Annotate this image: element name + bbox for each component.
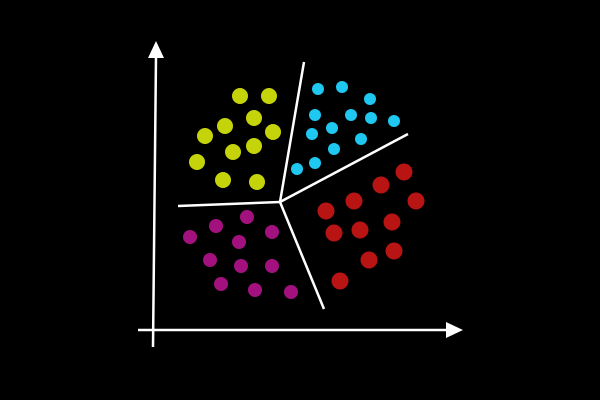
- boundary-line: [278, 61, 306, 203]
- red-data-point: [331, 272, 349, 290]
- yellow-data-point: [225, 144, 241, 160]
- yellow-data-point: [217, 118, 233, 134]
- red-data-point: [351, 221, 369, 239]
- cyan-data-point: [306, 128, 318, 140]
- cyan-data-point: [355, 133, 367, 145]
- cluster-magenta: [183, 210, 298, 299]
- axes: [138, 41, 463, 348]
- red-data-point: [407, 192, 425, 210]
- magenta-data-point: [183, 230, 197, 244]
- red-data-point: [385, 242, 403, 260]
- magenta-data-point: [232, 235, 246, 249]
- red-data-point: [317, 202, 335, 220]
- y-axis: [151, 55, 158, 348]
- magenta-data-point: [240, 210, 254, 224]
- cyan-data-point: [309, 157, 321, 169]
- cyan-data-point: [336, 81, 348, 93]
- cluster-boundaries: [177, 61, 409, 310]
- x-axis-arrowhead: [446, 322, 463, 338]
- boundary-line: [177, 200, 281, 208]
- yellow-data-point: [197, 128, 213, 144]
- magenta-data-point: [284, 285, 298, 299]
- cluster-cyan: [291, 81, 400, 175]
- magenta-data-point: [209, 219, 223, 233]
- magenta-data-point: [214, 277, 228, 291]
- yellow-data-point: [189, 154, 205, 170]
- boundary-line: [279, 132, 409, 204]
- magenta-data-point: [265, 225, 279, 239]
- cluster-yellow: [189, 88, 281, 190]
- red-data-point: [360, 251, 378, 269]
- yellow-data-point: [249, 174, 265, 190]
- yellow-data-point: [261, 88, 277, 104]
- cyan-data-point: [328, 143, 340, 155]
- yellow-data-point: [265, 124, 281, 140]
- red-data-point: [325, 224, 343, 242]
- yellow-data-point: [232, 88, 248, 104]
- yellow-data-point: [246, 110, 262, 126]
- red-data-point: [345, 192, 363, 210]
- red-data-point: [383, 213, 401, 231]
- cyan-data-point: [309, 109, 321, 121]
- boundary-line: [278, 201, 326, 310]
- yellow-data-point: [246, 138, 262, 154]
- data-points: [183, 81, 425, 299]
- magenta-data-point: [265, 259, 279, 273]
- cyan-data-point: [364, 93, 376, 105]
- cyan-data-point: [365, 112, 377, 124]
- magenta-data-point: [203, 253, 217, 267]
- magenta-data-point: [248, 283, 262, 297]
- magenta-data-point: [234, 259, 248, 273]
- red-data-point: [372, 176, 390, 194]
- cluster-red: [317, 163, 425, 290]
- y-axis-arrowhead: [148, 41, 164, 58]
- cyan-data-point: [312, 83, 324, 95]
- red-data-point: [395, 163, 413, 181]
- cyan-data-point: [291, 163, 303, 175]
- cyan-data-point: [326, 122, 338, 134]
- yellow-data-point: [215, 172, 231, 188]
- cyan-data-point: [388, 115, 400, 127]
- cyan-data-point: [345, 109, 357, 121]
